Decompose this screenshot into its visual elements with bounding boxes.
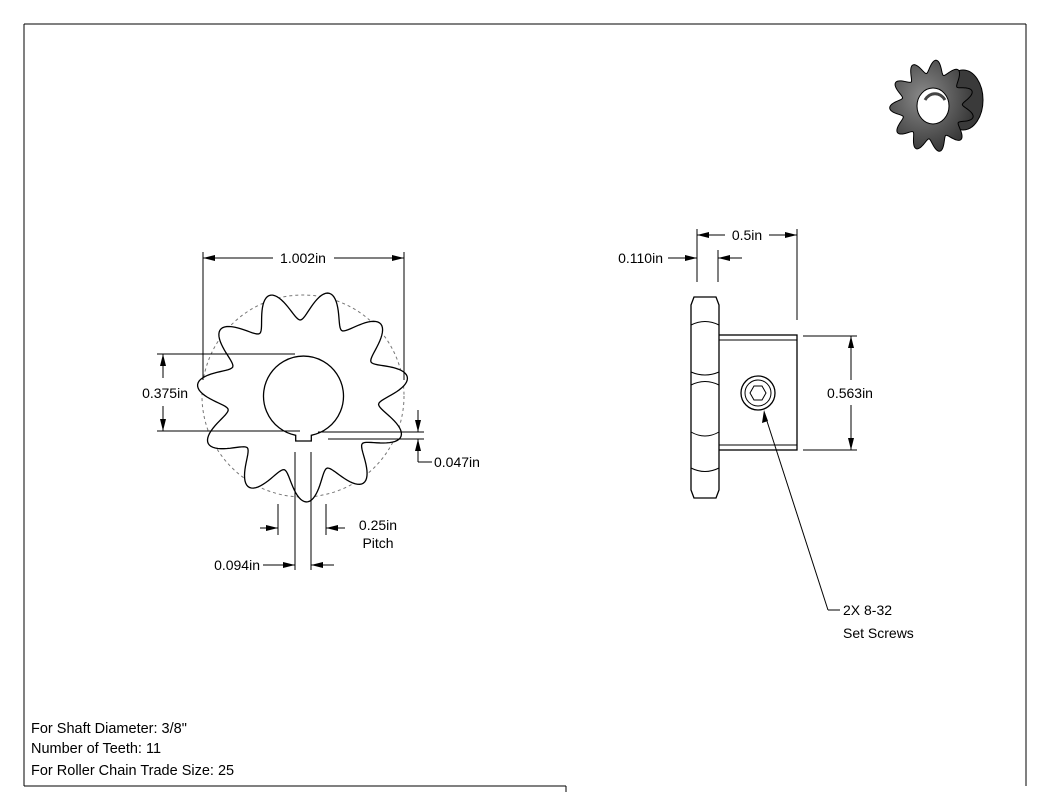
- total-length-label: 0.5in: [732, 227, 762, 243]
- callout-set-screw-qty: 2X 8-32: [843, 602, 892, 618]
- pitch-value-label: 0.25in: [359, 517, 397, 533]
- note-number-of-teeth: Number of Teeth: 11: [31, 741, 161, 757]
- plate-width-label: 0.110in: [618, 250, 663, 266]
- front-view: [196, 292, 409, 503]
- note-chain-size: For Roller Chain Trade Size: 25: [31, 763, 234, 779]
- side-dimensions: 0.5in 0.110in 0.563in 2X 8-32 Set Screws: [618, 227, 914, 641]
- pitch-label: Pitch: [362, 535, 393, 551]
- hub-diameter-label: 0.563in: [827, 385, 873, 401]
- front-dimensions: 1.002in 0.375in 0.047in 0.094in 0.2: [142, 250, 480, 573]
- set-screw-hole: [740, 375, 776, 411]
- hex-socket-icon: [749, 385, 767, 401]
- bore-with-keyway: [262, 355, 345, 442]
- keyway-width-label: 0.094in: [214, 557, 260, 573]
- sheet-border: [23, 23, 1027, 792]
- side-view: [690, 296, 798, 499]
- isometric-thumbnail: [889, 59, 984, 152]
- sprocket-plate-side: [690, 296, 720, 499]
- notes-block: For Shaft Diameter: 3/8" Number of Teeth…: [31, 721, 234, 779]
- keyway-depth-label: 0.047in: [434, 454, 480, 470]
- outer-diameter-label: 1.002in: [280, 250, 326, 266]
- bore-diameter-label: 0.375in: [142, 385, 188, 401]
- note-shaft-diameter: For Shaft Diameter: 3/8": [31, 721, 187, 737]
- callout-set-screws: Set Screws: [843, 625, 914, 641]
